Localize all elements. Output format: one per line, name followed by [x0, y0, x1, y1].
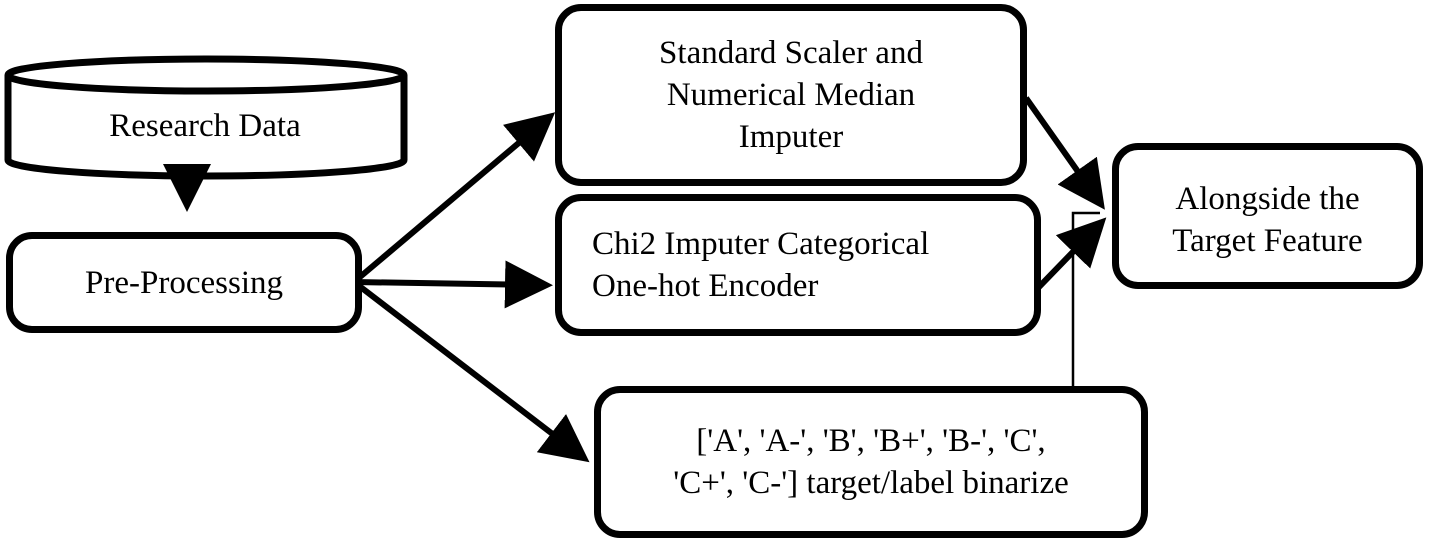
target-binarize-box: ['A', 'A-', 'B', 'B+', 'B-', 'C', 'C+', …: [594, 386, 1148, 538]
connector-target-binarize-to-target-feature: [1071, 211, 1100, 387]
pre-processing-box: Pre-Processing: [6, 232, 362, 333]
pre-processing-label: Pre-Processing: [85, 264, 283, 301]
target-feature-box: Alongside the Target Feature: [1112, 143, 1423, 289]
chi2-imputer-box: Chi2 Imputer Categorical One-hot Encoder: [555, 194, 1041, 336]
target-feature-label: Alongside the Target Feature: [1162, 178, 1372, 262]
target-binarize-label: ['A', 'A-', 'B', 'B+', 'B-', 'C', 'C+', …: [663, 420, 1078, 504]
target-feature-line-2: Target Feature: [1172, 223, 1363, 259]
target-feature-line-1: Alongside the: [1175, 181, 1360, 217]
standard-scaler-box: Standard Scaler and Numerical Median Imp…: [555, 4, 1027, 186]
chi2-imputer-line-2: One-hot Encoder: [592, 268, 819, 304]
standard-scaler-line-1: Standard Scaler and: [659, 35, 923, 71]
arrow-chi2-imputer-to-target-feature: [1035, 217, 1107, 291]
target-binarize-line-1: ['A', 'A-', 'B', 'B+', 'B-', 'C',: [696, 423, 1046, 459]
arrow-preprocessing-to-chi2-imputer: [353, 260, 553, 309]
arrow-standard-scaler-to-target-feature: [1023, 96, 1105, 210]
chi2-imputer-line-1: Chi2 Imputer Categorical: [592, 226, 930, 262]
standard-scaler-line-2: Numerical Median: [666, 77, 916, 113]
arrow-preprocessing-to-standard-scaler: [352, 112, 556, 285]
target-binarize-line-2: 'C+', 'C-'] target/label binarize: [673, 465, 1069, 501]
standard-scaler-label: Standard Scaler and Numerical Median Imp…: [649, 32, 933, 158]
arrow-preprocessing-to-target-binarize: [352, 279, 590, 463]
chi2-imputer-label: Chi2 Imputer Categorical One-hot Encoder: [562, 223, 939, 307]
research-data-label: Research Data: [109, 108, 301, 144]
standard-scaler-line-3: Imputer: [738, 119, 844, 155]
